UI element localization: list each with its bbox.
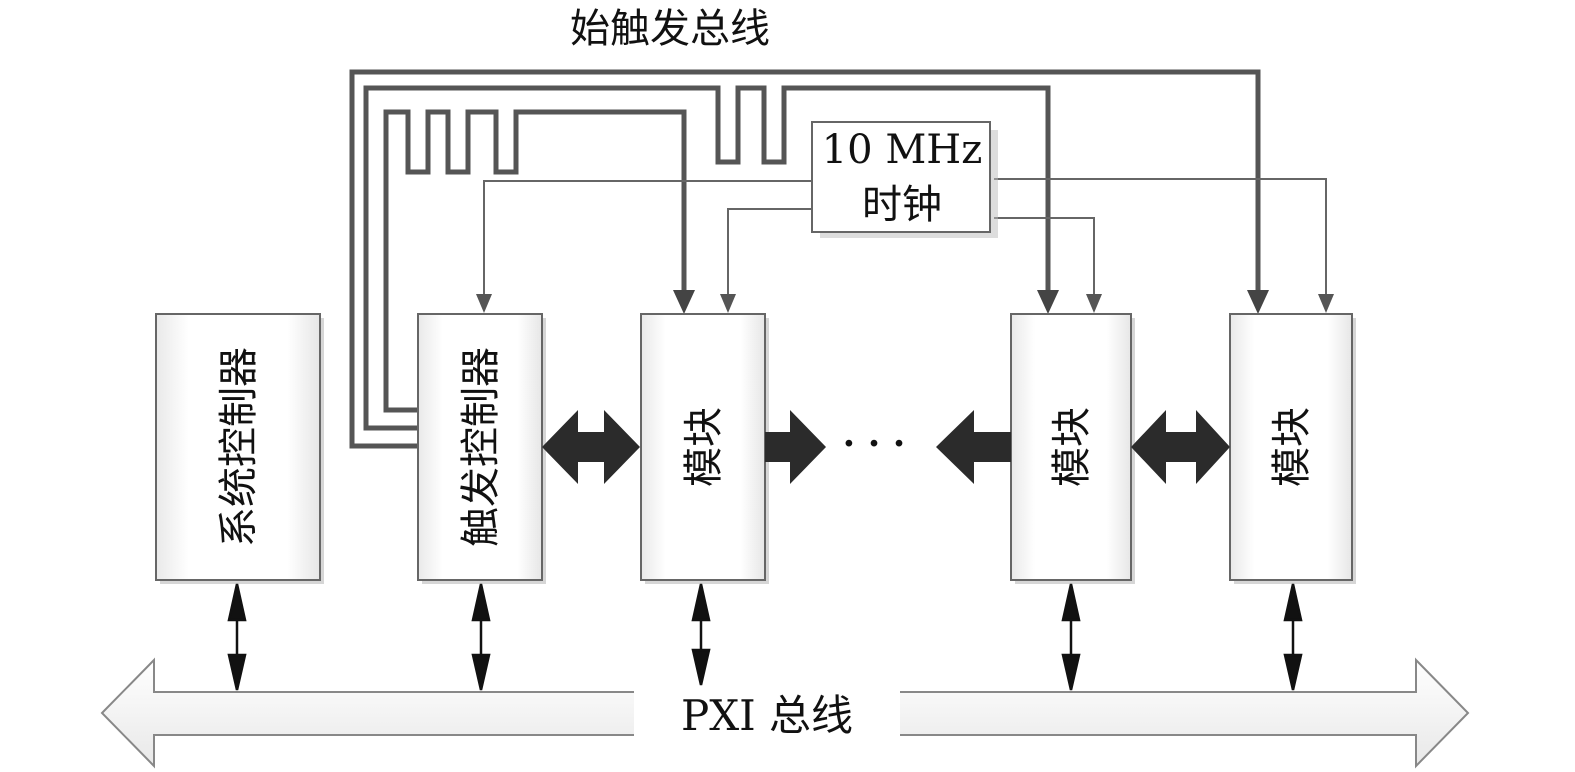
arrowhead-module-3	[1247, 290, 1269, 314]
clock-lines	[483, 178, 1327, 296]
system-controller-label: 系统控制器	[216, 347, 262, 547]
module-2-block[interactable]: 模块	[1010, 313, 1135, 584]
right-arrow-module-1	[765, 410, 826, 484]
clock-line-module-1	[727, 208, 812, 296]
module-3-label: 模块	[1269, 407, 1315, 487]
local-bus-arrows	[542, 410, 1230, 484]
trigger-bus-title: 始触发总线	[570, 6, 770, 52]
clock-line-module-2	[994, 217, 1095, 296]
arrowhead-module-1	[673, 290, 695, 314]
trigger-bus-lines	[349, 69, 1261, 449]
trigger-line-outer	[349, 69, 1261, 449]
bus-connectors	[227, 583, 1303, 691]
module-2-label: 模块	[1049, 407, 1095, 487]
system-controller-block[interactable]: 系统控制器	[155, 313, 324, 584]
clock-line-module-3	[994, 178, 1327, 296]
left-arrow-module-2	[936, 410, 1011, 484]
clock-line-trigger	[483, 180, 812, 296]
trigger-controller-block[interactable]: 触发控制器	[417, 313, 546, 584]
bidir-arrow-trigger-module-1	[542, 410, 640, 484]
arrowhead-module-2	[1037, 290, 1059, 314]
trigger-arrowheads	[673, 290, 1269, 314]
module-1-label: 模块	[681, 407, 727, 487]
connector-trigger-controller	[471, 583, 491, 691]
bidir-arrow-module-2-module-3	[1131, 410, 1230, 484]
trigger-line-inner	[383, 109, 687, 413]
connector-module-1	[691, 583, 711, 686]
clock-frequency-label: 10 MHz	[822, 127, 983, 173]
pxi-bus-label: PXI 总线	[681, 691, 853, 740]
pxi-bus: PXI 总线	[100, 657, 1470, 769]
trigger-controller-label: 触发控制器	[458, 347, 504, 547]
module-1-block[interactable]: 模块	[640, 313, 769, 584]
ellipsis: · · ·	[843, 423, 906, 465]
module-3-block[interactable]: 模块	[1229, 313, 1356, 584]
clock-arrowheads	[476, 294, 1334, 313]
clock-box: 10 MHz 时钟	[811, 121, 998, 238]
connector-module-2	[1061, 583, 1081, 691]
connector-system-controller	[227, 583, 247, 691]
clock-arrowhead	[720, 294, 736, 313]
clock-name-label: 时钟	[862, 182, 942, 228]
connector-module-3	[1283, 583, 1303, 691]
trigger-line-middle	[363, 85, 1051, 431]
clock-arrowhead	[1318, 294, 1334, 313]
clock-arrowhead	[476, 294, 492, 313]
clock-arrowhead	[1086, 294, 1102, 313]
